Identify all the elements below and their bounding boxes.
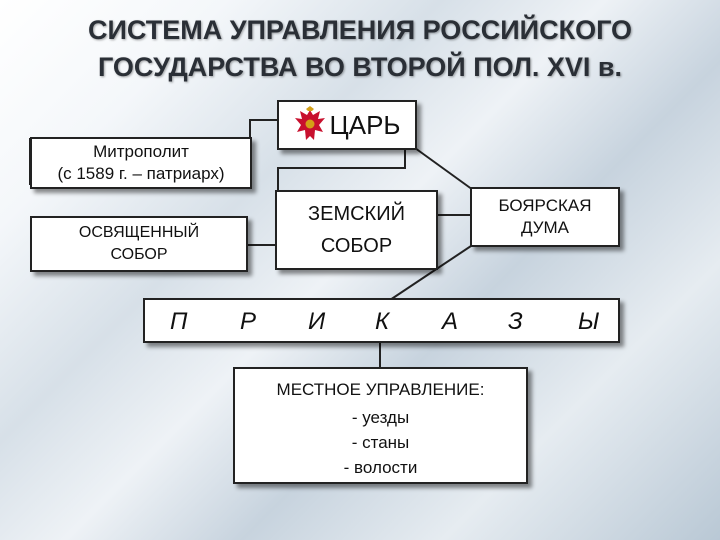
boyar-duma-line-2: ДУМА [520,218,569,237]
prikazy-box [143,298,620,343]
local-government-item: - уезды [351,408,410,427]
tsar-label: ЦАРЬ [329,109,401,140]
local-government-title: МЕСТНОЕ УПРАВЛЕНИЕ: [276,380,485,399]
prikazy-letter-2: Р [240,308,257,335]
prikazy-letter-7: Ы [578,308,600,335]
tsar-box: ЦАРЬ [277,100,417,150]
sacred-council-line-2: СОБОР [110,246,168,263]
zemsky-sobor-line-1: ЗЕМСКИЙ [308,203,405,225]
local-government-box: МЕСТНОЕ УПРАВЛЕНИЕ: - уезды - станы - во… [233,367,528,484]
sacred-council-box: ОСВЯЩЕННЫЙ СОБОР [30,216,248,272]
double-headed-eagle-icon [294,106,325,140]
local-government-item: - волости [343,458,418,477]
title-line-2: ГОСУДАРСТВА ВО ВТОРОЙ ПОЛ. XVI в. [97,52,623,82]
metropolitan-title: Митрополит [93,142,189,161]
title-line-1: СИСТЕМА УПРАВЛЕНИЯ РОССИЙСКОГО [87,15,633,45]
prikazy-letter-6: З [508,308,523,335]
boyar-duma-line-1: БОЯРСКАЯ [498,196,592,215]
prikazy-letter-4: К [375,308,390,335]
zemsky-sobor-line-2: СОБОР [320,235,393,257]
zemsky-sobor-box: ЗЕМСКИЙ СОБОР [275,190,438,270]
connector-tsar-metropolitan [249,119,278,165]
metropolitan-note: (с 1589 г. – патриарх) [57,164,225,183]
prikazy-letter-3: И [308,308,326,335]
connector-tsar-duma [414,147,481,196]
sacred-council-line-1: ОСВЯЩЕННЫЙ [78,224,200,241]
connector-tsar-zemsky [248,148,406,246]
connector-duma-prikazy [389,239,481,301]
boyar-duma-box: БОЯРСКАЯ ДУМА [470,187,620,247]
prikazy-letter-1: П [170,308,188,335]
page-title: СИСТЕМА УПРАВЛЕНИЯ РОССИЙСКОГО ГОСУДАРСТ… [0,12,720,86]
metropolitan-box: Митрополит (с 1589 г. – патриарх) [30,137,252,189]
local-government-item: - станы [351,433,410,452]
prikazy-letter-5: А [442,308,459,335]
